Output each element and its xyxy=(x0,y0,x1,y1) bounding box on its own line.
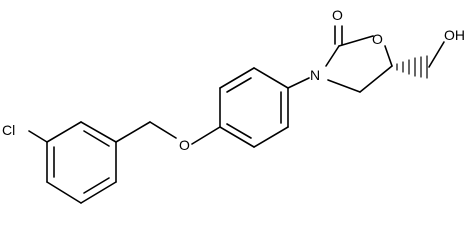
bond xyxy=(191,126,221,145)
hashed-wedge-bond xyxy=(396,55,428,79)
bond xyxy=(384,45,393,67)
bond xyxy=(28,130,48,143)
bond xyxy=(80,121,117,143)
bond xyxy=(80,181,117,204)
ring-nitrogen-label: N xyxy=(310,67,320,83)
bond xyxy=(428,41,445,68)
oxazolidinone-ring xyxy=(325,35,393,93)
bond xyxy=(253,126,289,148)
bond xyxy=(46,121,82,143)
chlorophenyl-ring xyxy=(46,121,117,204)
bond xyxy=(359,65,393,93)
phenylene-ring xyxy=(219,67,289,148)
carbonyl-oxygen-label: O xyxy=(332,7,343,23)
bond xyxy=(83,177,110,194)
bond xyxy=(287,77,310,89)
bond xyxy=(253,67,289,89)
bond xyxy=(338,35,374,47)
ring-oxygen-label: O xyxy=(372,31,383,47)
bond xyxy=(219,67,255,89)
chlorine-label: Cl xyxy=(2,122,15,138)
bond xyxy=(149,121,177,139)
hydroxyl-label: OH xyxy=(444,27,465,43)
bond xyxy=(327,79,361,93)
bond xyxy=(219,126,255,148)
bond xyxy=(83,130,110,147)
bond xyxy=(325,45,340,67)
bond xyxy=(115,121,151,143)
bond xyxy=(46,181,82,204)
bond xyxy=(226,77,252,93)
bond xyxy=(226,123,252,139)
structure-diagram: Cl O N O O OH xyxy=(2,7,465,204)
ether-oxygen-label: O xyxy=(179,137,190,153)
